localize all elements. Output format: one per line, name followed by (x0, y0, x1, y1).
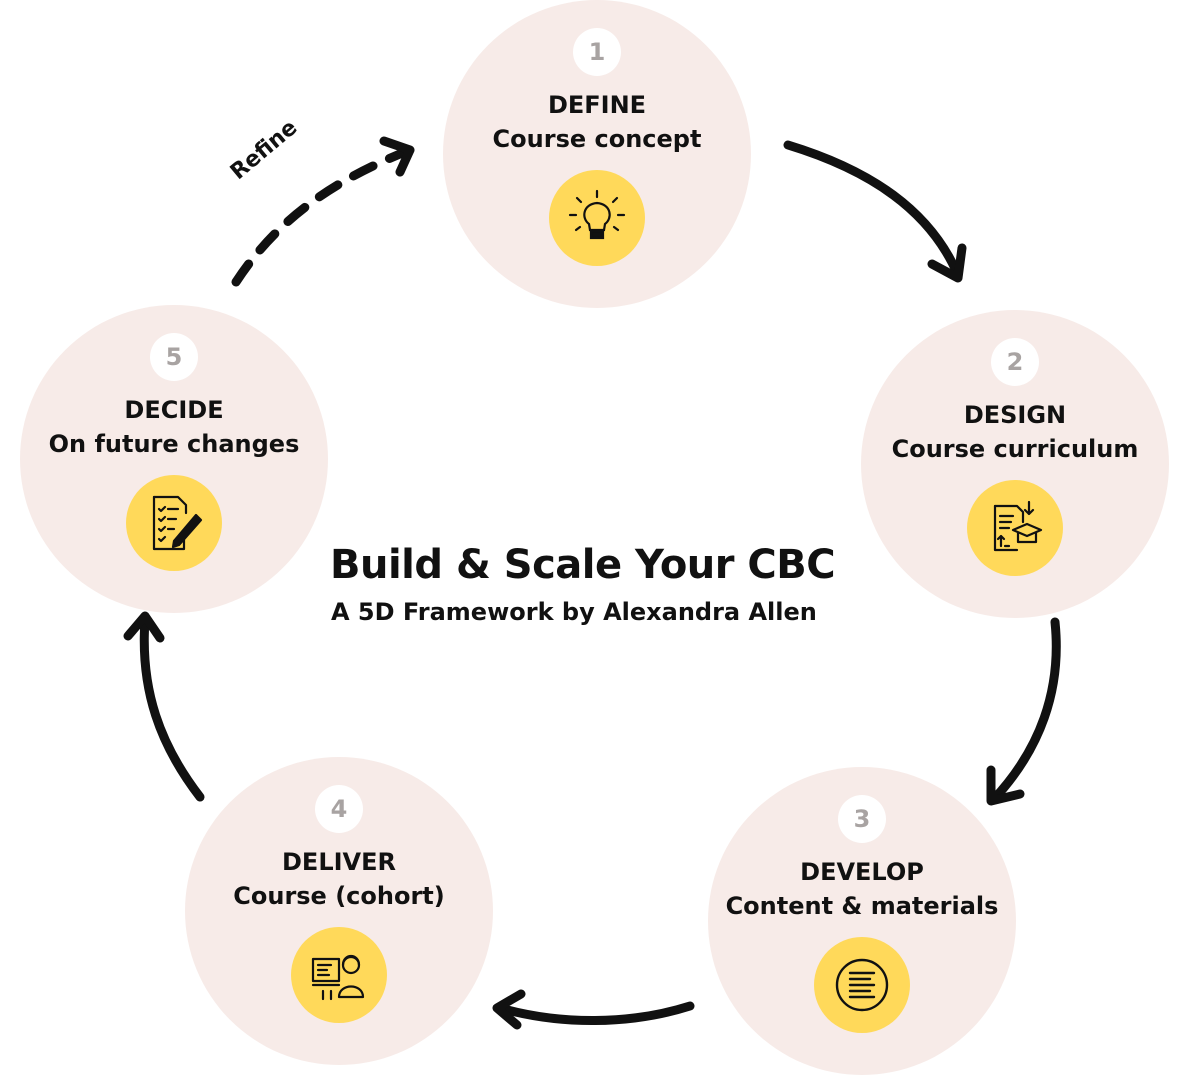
step-number: 1 (573, 28, 621, 76)
step-number: 2 (991, 338, 1039, 386)
arrow-deliver-to-decide (139, 615, 205, 802)
step-subtitle: Content & materials (725, 892, 999, 920)
curriculum-icon (967, 480, 1063, 576)
step-title: DECIDE (124, 396, 224, 424)
step-develop: 3 DEVELOP Content & materials (708, 767, 1016, 1075)
checklist-pen-icon (126, 475, 222, 571)
step-subtitle: Course curriculum (891, 435, 1139, 463)
step-number: 5 (150, 333, 198, 381)
diagram-subtitle: A 5D Framework by Alexandra Allen (331, 598, 817, 626)
step-define: 1 DEFINE Course concept (443, 0, 751, 308)
step-subtitle: Course (cohort) (233, 882, 445, 910)
step-design: 2 DESIGN Course curriculum (861, 310, 1169, 618)
arrow-define-to-design (783, 140, 963, 280)
step-title: DESIGN (963, 401, 1067, 429)
step-title: DELIVER (282, 848, 396, 876)
step-subtitle: On future changes (48, 430, 300, 458)
arrow-refine-dashed (231, 145, 415, 287)
arrow-design-to-develop (988, 617, 1061, 805)
arrow-deliver-to-decide-head (123, 611, 165, 643)
step-deliver: 4 DELIVER Course (cohort) (185, 757, 493, 1065)
lightbulb-icon (549, 170, 645, 266)
step-title: DEVELOP (800, 858, 924, 886)
arrow-refine-head (379, 136, 415, 177)
arrow-develop-to-deliver (495, 1001, 695, 1025)
step-decide: 5 DECIDE On future changes (20, 305, 328, 613)
diagram-title: Build & Scale Your CBC (330, 542, 836, 588)
teacher-icon (291, 927, 387, 1023)
step-title: DEFINE (547, 91, 647, 119)
arrow-design-to-develop-head (986, 765, 1025, 806)
document-lines-icon (814, 937, 910, 1033)
step-subtitle: Course concept (492, 125, 702, 153)
arrow-develop-to-deliver-head (492, 989, 526, 1030)
arrow-define-to-design-head (927, 243, 967, 283)
step-number: 4 (315, 785, 363, 833)
step-number: 3 (838, 795, 886, 843)
